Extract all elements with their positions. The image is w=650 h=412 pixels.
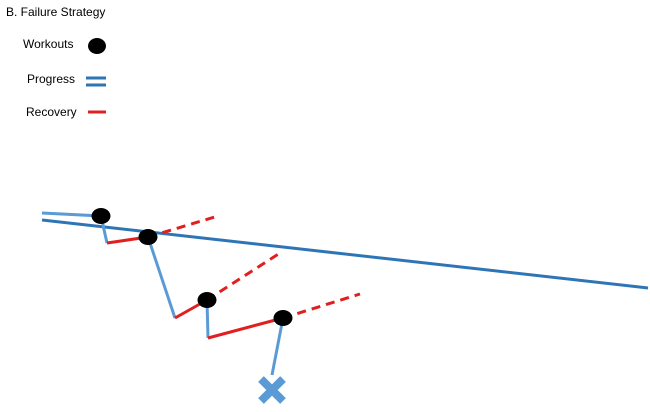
workout-dot: [91, 208, 111, 224]
projected-recovery-lines: [147, 214, 361, 320]
legend-recovery-label: Recovery: [26, 105, 77, 119]
legend-progress-label: Progress: [27, 72, 76, 86]
recovery-path: [106, 235, 284, 340]
workout-path: [41, 211, 285, 376]
legend-workout-dot: [88, 38, 106, 54]
legend-progress-line: [86, 76, 106, 87]
diagram-title: B. Failure Strategy: [6, 5, 106, 19]
progress-trend-line: [41, 218, 649, 290]
workout-dot: [273, 310, 293, 326]
failure-x-icon: [258, 376, 286, 404]
workout-dot: [138, 229, 158, 245]
legend-workouts-label: Workouts: [23, 37, 74, 51]
workout-dot: [197, 292, 217, 308]
